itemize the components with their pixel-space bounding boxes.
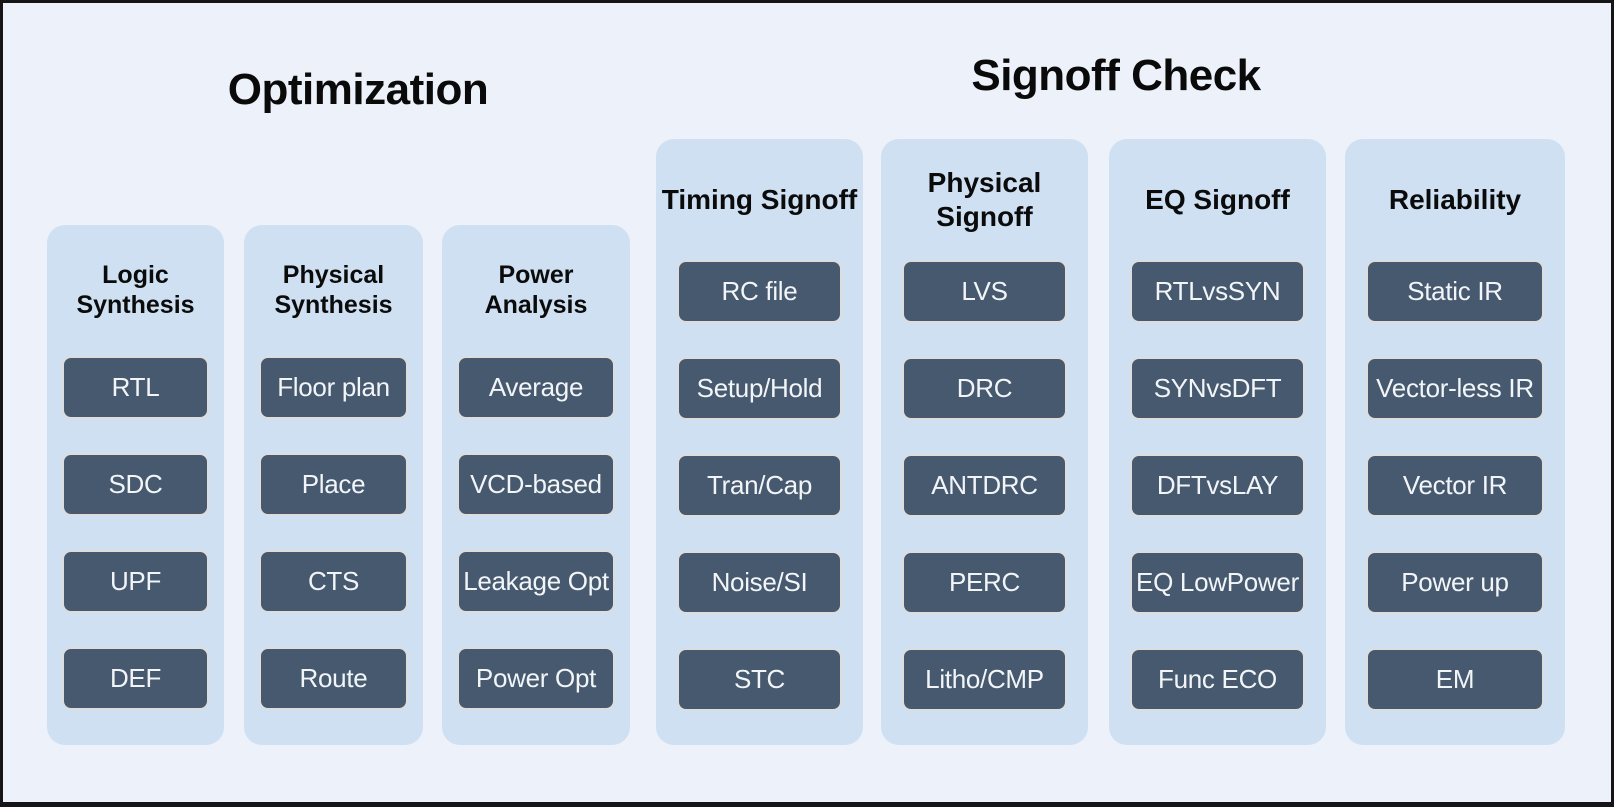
column-header-physical-synthesis: Physical Synthesis [274, 261, 393, 319]
node-antdrc: ANTDRC [902, 454, 1067, 517]
node-list: Floor plan Place CTS Route [244, 356, 423, 710]
node-list: Static IR Vector-less IR Vector IR Power… [1345, 260, 1565, 711]
node-synvsdft: SYNvsDFT [1130, 357, 1305, 420]
node-list: RTLvsSYN SYNvsDFT DFTvsLAY EQ LowPower F… [1109, 260, 1326, 711]
section-title-signoff-check: Signoff Check [971, 51, 1261, 100]
node-noise-si: Noise/SI [677, 551, 842, 614]
node-em: EM [1366, 648, 1544, 711]
column-header-power-analysis: Power Analysis [484, 261, 588, 319]
node-perc: PERC [902, 551, 1067, 614]
column-logic-synthesis: Logic Synthesis RTL SDC UPF DEF [47, 225, 224, 745]
node-upf: UPF [62, 550, 209, 613]
node-rtl: RTL [62, 356, 209, 419]
node-rtlvssyn: RTLvsSYN [1130, 260, 1305, 323]
column-header-timing-signoff: Timing Signoff [661, 183, 858, 215]
node-power-up: Power up [1366, 551, 1544, 614]
node-sdc: SDC [62, 453, 209, 516]
node-drc: DRC [902, 357, 1067, 420]
node-cts: CTS [259, 550, 408, 613]
node-eq-lowpower: EQ LowPower [1130, 551, 1305, 614]
column-power-analysis: Power Analysis Average VCD-based Leakage… [442, 225, 630, 745]
node-place: Place [259, 453, 408, 516]
node-leakage-opt: Leakage Opt [457, 550, 615, 613]
node-route: Route [259, 647, 408, 710]
node-vcd-based: VCD-based [457, 453, 615, 516]
node-static-ir: Static IR [1366, 260, 1544, 323]
column-header-physical-signoff: Physical Signoff [927, 167, 1042, 232]
node-average: Average [457, 356, 615, 419]
node-setup-hold: Setup/Hold [677, 357, 842, 420]
node-litho-cmp: Litho/CMP [902, 648, 1067, 711]
node-list: Average VCD-based Leakage Opt Power Opt [442, 356, 630, 710]
node-func-eco: Func ECO [1130, 648, 1305, 711]
column-reliability: Reliability Static IR Vector-less IR Vec… [1345, 139, 1565, 745]
column-header-logic-synthesis: Logic Synthesis [76, 261, 195, 319]
node-rc-file: RC file [677, 260, 842, 323]
node-list: RC file Setup/Hold Tran/Cap Noise/SI STC [656, 260, 863, 711]
column-header-eq-signoff: EQ Signoff [1145, 183, 1290, 215]
column-physical-signoff: Physical Signoff LVS DRC ANTDRC PERC Lit… [881, 139, 1088, 745]
node-lvs: LVS [902, 260, 1067, 323]
node-list: LVS DRC ANTDRC PERC Litho/CMP [881, 260, 1088, 711]
section-title-optimization: Optimization [227, 65, 489, 114]
node-tran-cap: Tran/Cap [677, 454, 842, 517]
node-list: RTL SDC UPF DEF [47, 356, 224, 710]
node-def: DEF [62, 647, 209, 710]
node-vector-less-ir: Vector-less IR [1366, 357, 1544, 420]
column-timing-signoff: Timing Signoff RC file Setup/Hold Tran/C… [656, 139, 863, 745]
node-power-opt: Power Opt [457, 647, 615, 710]
column-eq-signoff: EQ Signoff RTLvsSYN SYNvsDFT DFTvsLAY EQ… [1109, 139, 1326, 745]
node-stc: STC [677, 648, 842, 711]
column-physical-synthesis: Physical Synthesis Floor plan Place CTS … [244, 225, 423, 745]
node-vector-ir: Vector IR [1366, 454, 1544, 517]
node-dftvslay: DFTvsLAY [1130, 454, 1305, 517]
node-floor-plan: Floor plan [259, 356, 408, 419]
column-header-reliability: Reliability [1388, 183, 1522, 215]
